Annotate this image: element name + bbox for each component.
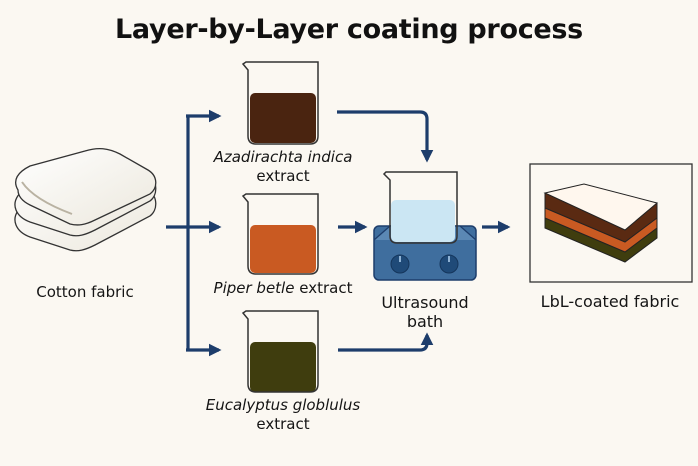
folded-fabric-stack-icon	[14, 147, 157, 252]
ultrasound-line2: bath	[406, 312, 444, 331]
diagram-title: Layer-by-Layer coating process	[115, 14, 583, 45]
eucalyptus-label: Eucalyptus globlulus extract	[190, 396, 376, 434]
piper-label: Piper betle extract	[195, 279, 371, 298]
beaker-eucalyptus-icon	[241, 310, 319, 393]
azadirachta-label: Azadirachta indica extract	[195, 148, 371, 186]
eucalyptus-name: Eucalyptus globlulus	[205, 396, 361, 414]
azadirachta-name: Azadirachta indica	[213, 148, 353, 166]
azadirachta-suffix: extract	[256, 167, 310, 185]
ultrasound-bath-icon	[373, 171, 477, 281]
ultrasound-line1: Ultrasound	[381, 293, 469, 312]
branch-arrows	[166, 109, 511, 357]
piper-suffix: extract	[299, 279, 353, 297]
beaker-azadirachta-icon	[241, 61, 319, 145]
coated-fabric-label: LbL-coated fabric	[540, 292, 680, 311]
piper-name: Piper betle	[213, 279, 295, 297]
cotton-fabric-label: Cotton fabric	[36, 283, 134, 301]
ultrasound-label: Ultrasound bath	[365, 293, 485, 331]
layered-fabric-icon	[529, 163, 693, 283]
beaker-piper-icon	[241, 193, 319, 275]
eucalyptus-suffix: extract	[256, 415, 310, 433]
